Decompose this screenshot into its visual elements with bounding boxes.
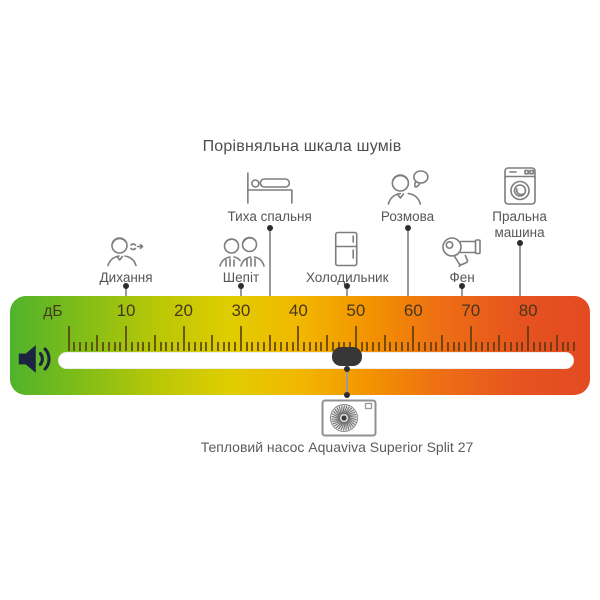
slider-track	[58, 352, 574, 369]
noise-item-washing-machine: Пральна машина	[484, 166, 556, 241]
noise-item-whisper: Шепіт	[216, 231, 266, 286]
noise-item-label: Дихання	[99, 270, 153, 285]
noise-item-label: Шепіт	[222, 270, 260, 285]
page-title: Порівняльна шкала шумів	[202, 138, 402, 155]
noise-item-quiet-bedroom: Тиха спальня	[228, 166, 312, 225]
noise-item-conversation: Розмова	[381, 166, 434, 225]
noise-item-label: Холодильник	[305, 270, 389, 285]
breathing-person-icon	[104, 231, 148, 267]
noise-item-refrigerator: Холодильник	[305, 231, 389, 286]
talking-person-icon	[385, 166, 431, 206]
connector-quiet-bedroom	[266, 225, 273, 302]
refrigerator-icon	[332, 231, 362, 267]
heat-pump-caption: Тепловий насос Aquaviva Superior Split 2…	[200, 439, 474, 455]
connector-conversation	[404, 225, 411, 302]
connector-washing-machine	[516, 240, 523, 302]
noise-item-breathing: Дихання	[100, 231, 153, 286]
hair-dryer-icon	[439, 231, 485, 267]
whispering-people-icon	[216, 231, 266, 267]
noise-item-label: Фен	[449, 270, 475, 285]
connector-heat-pump	[344, 366, 351, 398]
heat-pump-icon	[321, 399, 377, 442]
speaker-icon	[16, 342, 54, 381]
washing-machine-icon	[503, 166, 537, 206]
noise-item-label: Тиха спальня	[227, 209, 312, 224]
noise-item-label: Розмова	[380, 209, 435, 224]
noise-item-label: Пральна машина	[492, 209, 547, 241]
noise-item-hair-dryer: Фен	[439, 231, 485, 286]
slider-handle[interactable]	[332, 347, 363, 366]
db-unit-label: дБ	[43, 303, 63, 320]
bed-icon	[243, 166, 297, 206]
